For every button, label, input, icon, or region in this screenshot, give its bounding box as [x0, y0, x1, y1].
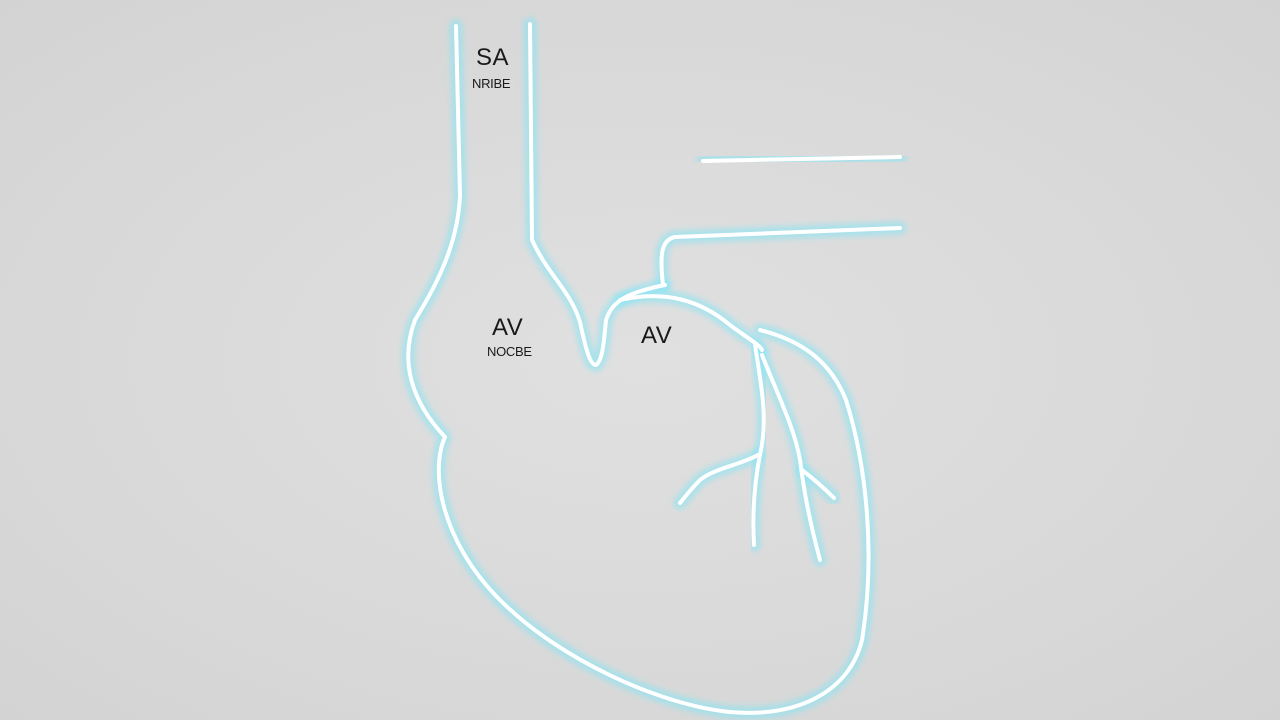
- sa-label: SA: [476, 44, 510, 71]
- right-vessel: [528, 22, 667, 367]
- left-sub-branch: [678, 453, 760, 505]
- lower-right-line: [659, 226, 902, 287]
- heart-outline: [406, 22, 902, 715]
- sa-sublabel: NRIBE: [472, 76, 511, 91]
- av-right-label: AV: [641, 322, 673, 349]
- av-left-sublabel: NOCBE: [487, 344, 532, 359]
- right-bundle-branch: [760, 353, 822, 562]
- av-left-label: AV: [492, 314, 524, 341]
- right-sub-branch: [800, 468, 836, 500]
- left-vessel-and-heart-wall: [406, 24, 871, 715]
- left-bundle-branch: [751, 343, 766, 547]
- upper-right-line: [701, 155, 902, 163]
